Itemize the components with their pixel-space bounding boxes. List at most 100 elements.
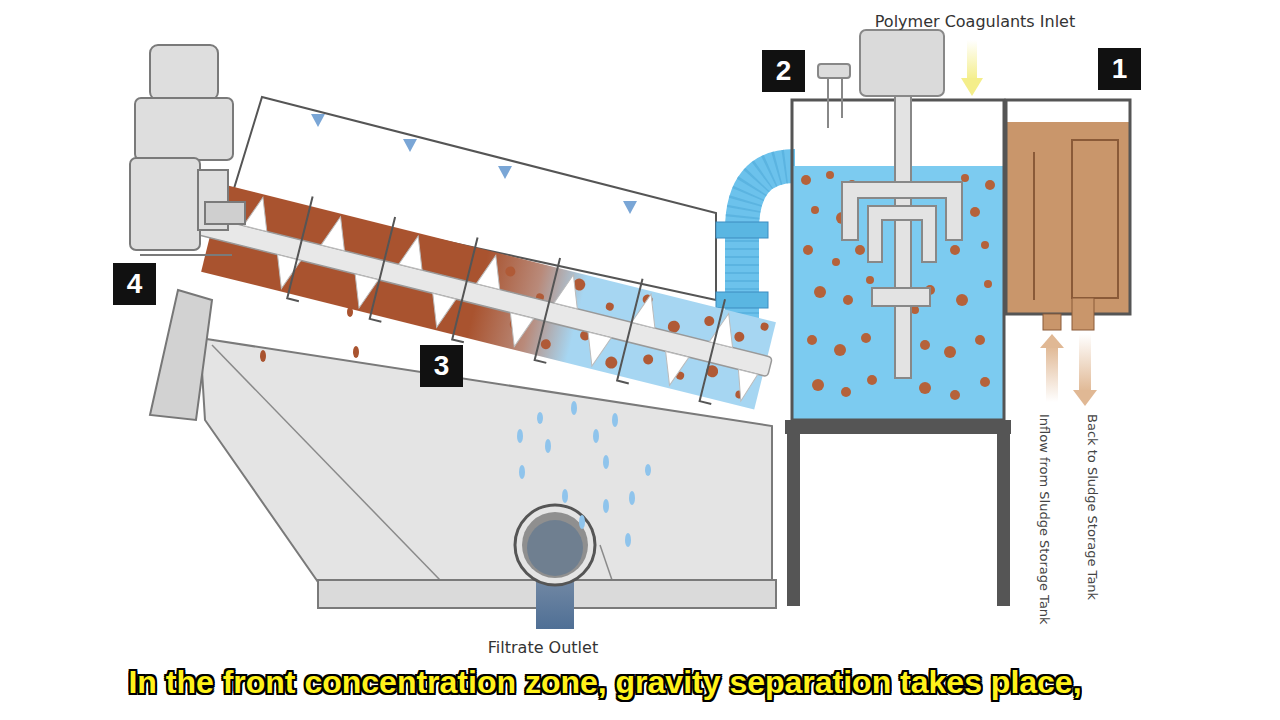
filtrate-drops (545, 439, 551, 453)
screw-flight (554, 272, 585, 309)
screw-flight (244, 195, 275, 232)
flocs (861, 333, 871, 343)
drum-cover (403, 139, 417, 152)
callout-number: 2 (762, 50, 805, 92)
filtrate-drops (645, 464, 651, 476)
drive-motor (205, 202, 245, 224)
flocs (919, 382, 931, 394)
flocs (975, 335, 985, 345)
filtrate-drops (571, 401, 577, 415)
filtrate-drops (517, 429, 523, 443)
sludge-flocs (540, 338, 552, 350)
sludge-drops (260, 307, 359, 362)
screw-drum (161, 165, 783, 416)
filtrate-drops (625, 533, 631, 547)
screw-flight (476, 253, 507, 290)
inflow-arrow (1040, 334, 1064, 348)
mixer (842, 30, 962, 378)
flocs (980, 377, 990, 387)
flocs (984, 280, 992, 288)
mixer (868, 206, 936, 262)
flexible-hose (716, 222, 768, 238)
callout-box (1098, 48, 1141, 90)
callout-box (762, 50, 805, 92)
sludge-flocs (604, 355, 619, 370)
end-plate (150, 290, 212, 420)
filtrate-drops (612, 413, 618, 427)
flocs (807, 335, 817, 345)
flocs (811, 206, 819, 214)
filtrate-trough (212, 345, 440, 580)
sludge-box (1072, 140, 1118, 298)
sludge-flocs (605, 302, 615, 312)
flocs (956, 294, 968, 306)
callout-number: 1 (1098, 48, 1141, 90)
moving-rings (287, 196, 324, 301)
inlet-label: Polymer Coagulants Inlet (855, 12, 1095, 32)
flocs (970, 207, 980, 217)
drive-motor (130, 45, 245, 255)
drive-motor (135, 98, 233, 160)
polymer-arrow (967, 40, 977, 80)
callout-box (420, 345, 463, 387)
level-sensor (818, 64, 850, 128)
mixer (872, 288, 930, 306)
return-arrow (1079, 334, 1091, 392)
sludge-box (1006, 122, 1130, 314)
drum-cover (498, 166, 512, 179)
flocs (950, 245, 960, 255)
filtrate-outlet-pipe (522, 512, 588, 578)
screw-flight (321, 214, 352, 251)
drum-cover (311, 114, 325, 127)
flocs (950, 390, 960, 400)
flocs (814, 286, 826, 298)
flocs (985, 180, 995, 190)
tank-stand (785, 420, 1011, 606)
filtrate-drops (593, 429, 599, 443)
screw-flight (399, 233, 430, 270)
drum-cover (623, 201, 637, 214)
filtrate-outlet-pipe (527, 520, 583, 576)
filtrate-drops (537, 412, 543, 424)
level-sensor (841, 78, 843, 118)
drive-motor (140, 254, 232, 256)
screw-flight (425, 293, 456, 330)
filtrate-outlet-pipe (515, 505, 595, 629)
sludge-flocs (703, 315, 715, 327)
level-sensor (818, 64, 850, 78)
sludge-flocs (504, 265, 516, 277)
callout-number: 4 (113, 263, 156, 305)
sludge-box (1043, 314, 1061, 330)
screw-drum (171, 209, 773, 377)
moving-rings (535, 258, 572, 363)
flocs (944, 346, 956, 358)
callout-number: 3 (420, 345, 463, 387)
flocs (834, 344, 846, 356)
flocs (920, 340, 930, 350)
flocs (803, 245, 813, 255)
flocs (961, 174, 969, 182)
screw-flight (658, 351, 689, 388)
polymer-arrow (961, 40, 983, 96)
sludge-box (1033, 152, 1035, 300)
sludge-drops (353, 346, 359, 358)
filtrate-drops (603, 455, 609, 469)
sludge-flocs (489, 259, 770, 404)
filtrate-drops (517, 401, 651, 547)
flocs (843, 295, 853, 305)
mixer (860, 30, 944, 96)
video-caption: In the front concentration zone, gravity… (0, 664, 1210, 701)
inflow-label: Inflow from Sludge Storage Tank (1037, 414, 1052, 625)
screw-flight (731, 370, 758, 404)
return-arrow (1073, 334, 1097, 406)
inflow-arrow (1046, 346, 1058, 402)
flocs (826, 171, 834, 179)
callout-box (113, 48, 1141, 387)
callout-box (113, 263, 156, 305)
flocs (801, 175, 811, 185)
drive-motor (130, 158, 200, 250)
flocs (832, 258, 840, 266)
